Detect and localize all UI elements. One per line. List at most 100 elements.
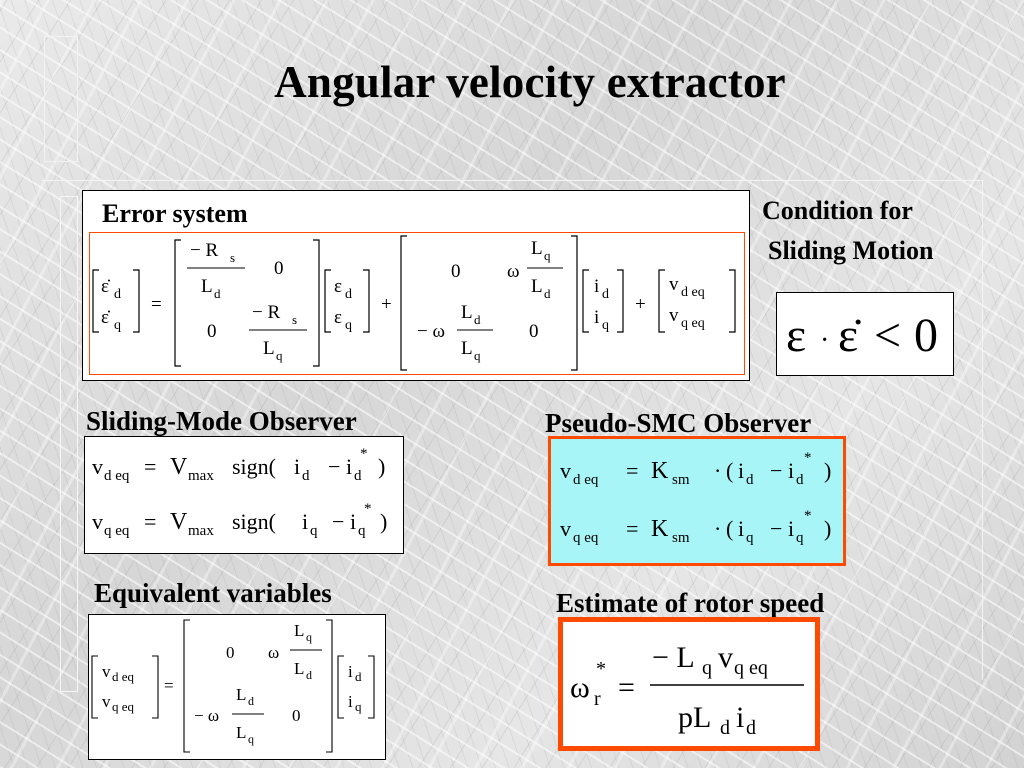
svg-text:<: < — [874, 309, 901, 362]
svg-text:i: i — [788, 458, 794, 483]
pseudo-smc-label: Pseudo-SMC Observer — [545, 408, 812, 438]
svg-text:=: = — [618, 671, 635, 704]
svg-text:): ) — [378, 454, 385, 479]
svg-text:sign(: sign( — [232, 509, 276, 534]
svg-text:v: v — [102, 692, 111, 711]
svg-text:i: i — [302, 509, 308, 534]
svg-text:): ) — [824, 516, 831, 541]
svg-text:− R: − R — [252, 302, 280, 323]
svg-text:V: V — [170, 454, 188, 480]
svg-text:i: i — [594, 307, 599, 328]
svg-text:=: = — [151, 294, 162, 315]
svg-text:ε: ε — [786, 309, 806, 362]
svg-text:K: K — [651, 458, 669, 484]
svg-text:q: q — [474, 348, 481, 363]
svg-text:L: L — [294, 621, 304, 640]
svg-text:d: d — [474, 312, 481, 327]
svg-text:d: d — [306, 668, 312, 682]
svg-text:v: v — [560, 516, 571, 541]
svg-text:+: + — [381, 294, 392, 315]
svg-text:−: − — [332, 509, 344, 534]
svg-text:0: 0 — [529, 321, 539, 342]
svg-text:i: i — [350, 509, 356, 534]
condition-box — [776, 292, 954, 376]
svg-text:q eq: q eq — [681, 316, 705, 331]
svg-text:q: q — [544, 248, 551, 263]
svg-text:ε: ε — [334, 276, 342, 297]
svg-text:pL: pL — [678, 701, 711, 734]
svg-text:− R: − R — [190, 240, 218, 261]
svg-text:q: q — [602, 318, 609, 333]
svg-text:i: i — [738, 458, 744, 483]
svg-text:ω: ω — [507, 261, 520, 282]
svg-text:0: 0 — [914, 309, 938, 362]
svg-text:v: v — [669, 305, 679, 326]
svg-text:− L: − L — [652, 641, 695, 674]
svg-text:s: s — [292, 312, 297, 327]
svg-text:d: d — [114, 287, 121, 302]
svg-text:d: d — [746, 472, 754, 488]
svg-text:q: q — [114, 318, 121, 333]
svg-text:d: d — [214, 286, 221, 301]
svg-text:v: v — [92, 509, 103, 534]
svg-text:·: · — [714, 458, 721, 483]
decorative-frame — [44, 36, 78, 162]
svg-text:d: d — [796, 472, 804, 488]
svg-text:i: i — [348, 692, 353, 711]
slide-title: Angular velocity extractor — [274, 57, 786, 107]
svg-text:q: q — [248, 732, 254, 746]
svg-text:v: v — [718, 641, 733, 674]
svg-text:0: 0 — [226, 643, 235, 662]
svg-text:− ω: − ω — [194, 706, 219, 725]
svg-text:d: d — [720, 717, 730, 739]
svg-text:0: 0 — [451, 261, 461, 282]
error-system-equation: ε̇ d ε̇ q = − R s L d 0 0 − R s L q ε d … — [92, 235, 736, 371]
svg-text:q: q — [355, 699, 362, 714]
svg-text:L: L — [236, 685, 246, 704]
svg-text:L: L — [294, 659, 304, 678]
svg-text:L: L — [461, 302, 473, 323]
svg-text:L: L — [531, 238, 543, 259]
svg-text:d: d — [602, 287, 609, 302]
condition-label-line1: Condition for — [762, 196, 913, 225]
svg-text:q eq: q eq — [104, 523, 130, 539]
svg-text:i: i — [736, 701, 744, 734]
svg-text:sm: sm — [672, 472, 690, 488]
svg-text:q: q — [358, 523, 366, 539]
svg-text:=: = — [626, 458, 638, 483]
svg-text:0: 0 — [292, 706, 301, 725]
svg-text:ε̇: ε̇ — [101, 276, 111, 297]
svg-text:i: i — [294, 454, 300, 479]
svg-text:r: r — [594, 688, 601, 710]
smo-equations: v d eq = V max sign( i d − i d * ) v q e… — [92, 446, 387, 539]
svg-text:0: 0 — [274, 258, 284, 279]
decorative-frame — [60, 196, 78, 692]
svg-text:s: s — [230, 250, 235, 265]
svg-text:=: = — [164, 676, 174, 695]
svg-text:ε̇: ε̇ — [838, 309, 861, 362]
svg-text:=: = — [626, 516, 638, 541]
svg-text:d: d — [345, 287, 352, 302]
svg-text:ε̇: ε̇ — [101, 307, 111, 328]
svg-text:L: L — [236, 723, 246, 742]
svg-text:d: d — [248, 694, 254, 708]
svg-text:): ) — [380, 509, 387, 534]
estimate-box — [558, 617, 820, 751]
svg-text:sign(: sign( — [232, 454, 276, 479]
svg-text:v: v — [560, 458, 571, 483]
svg-text:d: d — [302, 468, 310, 484]
svg-text:q: q — [306, 630, 312, 644]
decorative-rule — [982, 180, 983, 680]
decorative-rule — [42, 180, 982, 181]
svg-text:=: = — [144, 509, 156, 534]
svg-text:max: max — [188, 523, 214, 539]
svg-text:q: q — [746, 530, 754, 546]
svg-text:d: d — [355, 669, 362, 684]
svg-text:d eq: d eq — [112, 669, 135, 684]
condition-equation: ε · ε̇ < 0 — [786, 309, 938, 362]
svg-text:·: · — [820, 325, 829, 356]
svg-text:d eq: d eq — [573, 472, 599, 488]
svg-text:−: − — [770, 458, 782, 483]
svg-text:i: i — [738, 516, 744, 541]
svg-text:=: = — [144, 454, 156, 479]
